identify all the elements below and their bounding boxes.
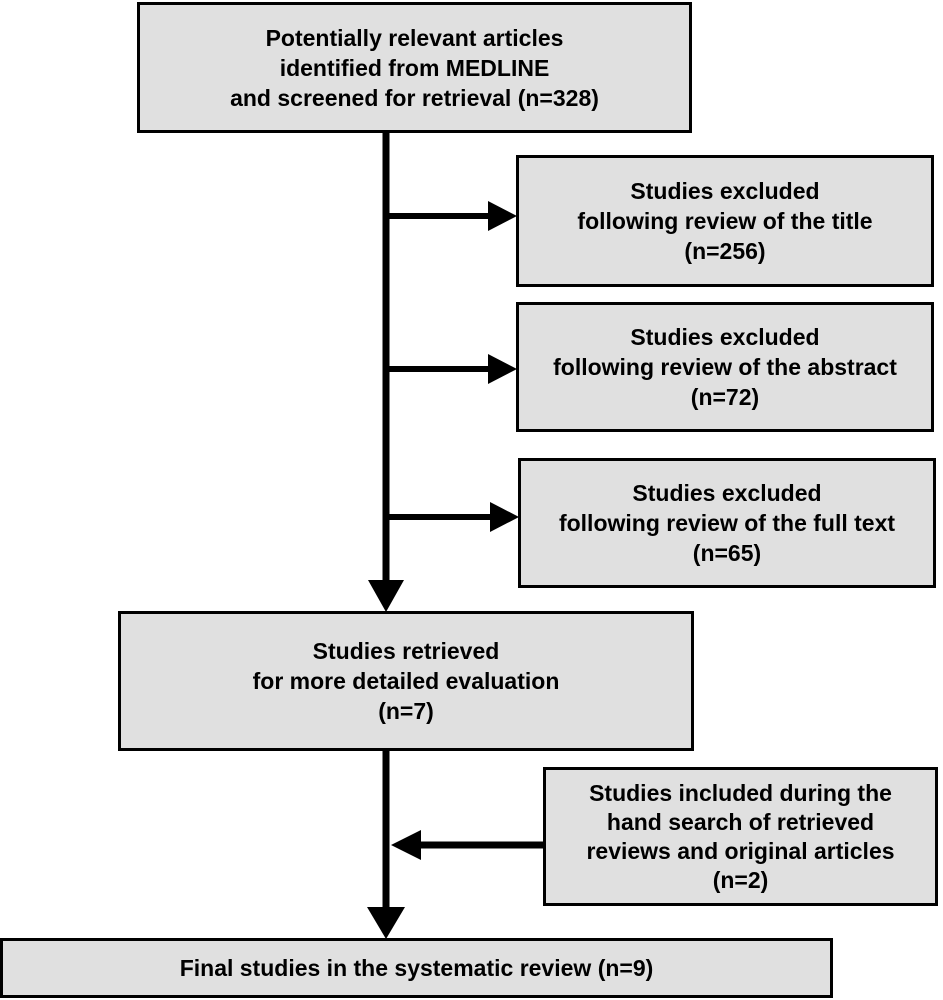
node-text-line: for more detailed evaluation bbox=[252, 668, 560, 694]
arrowhead-right-fulltext bbox=[490, 502, 519, 532]
node-excluded-abstract: Studies excluded following review of the… bbox=[516, 302, 934, 432]
node-text-line: reviews and original articles bbox=[586, 837, 895, 864]
node-text-line: following review of the title bbox=[577, 208, 873, 234]
arrowhead-right-abstract bbox=[488, 354, 517, 384]
node-text-line: (n=256) bbox=[684, 238, 766, 264]
node-text-line: Studies retrieved bbox=[312, 638, 500, 664]
node-handsearch: Studies included during the hand search … bbox=[543, 767, 938, 906]
node-excluded-fulltext: Studies excluded following review of the… bbox=[518, 458, 936, 588]
node-text-line: Potentially relevant articles bbox=[265, 24, 564, 51]
arrowhead-right-title bbox=[488, 201, 517, 231]
node-identified: Potentially relevant articles identified… bbox=[137, 2, 692, 133]
node-text-line: (n=72) bbox=[690, 384, 760, 410]
node-excluded-title: Studies excluded following review of the… bbox=[516, 155, 934, 287]
node-text-line: and screened for retrieval (n=328) bbox=[230, 84, 599, 111]
node-text-line: Studies excluded bbox=[630, 324, 820, 350]
node-text-line: Studies excluded bbox=[632, 480, 822, 506]
arrowhead-left-handsearch bbox=[391, 830, 421, 860]
node-text-line: hand search of retrieved bbox=[606, 808, 875, 835]
arrowhead-down-final bbox=[367, 907, 405, 939]
node-text-line: identified from MEDLINE bbox=[279, 54, 550, 81]
node-retrieved: Studies retrieved for more detailed eval… bbox=[118, 611, 694, 751]
node-text-line: following review of the full text bbox=[558, 510, 896, 536]
node-text-line: Studies included during the bbox=[589, 779, 892, 806]
node-text-line: (n=65) bbox=[692, 540, 762, 566]
node-final: Final studies in the systematic review (… bbox=[0, 938, 833, 998]
arrowhead-down-retrieved bbox=[368, 580, 404, 612]
node-text-line: Final studies in the systematic review (… bbox=[179, 955, 654, 981]
node-text-line: following review of the abstract bbox=[553, 354, 897, 380]
node-text-line: (n=2) bbox=[712, 866, 769, 893]
node-text-line: (n=7) bbox=[378, 698, 434, 724]
node-text-line: Studies excluded bbox=[630, 178, 820, 204]
